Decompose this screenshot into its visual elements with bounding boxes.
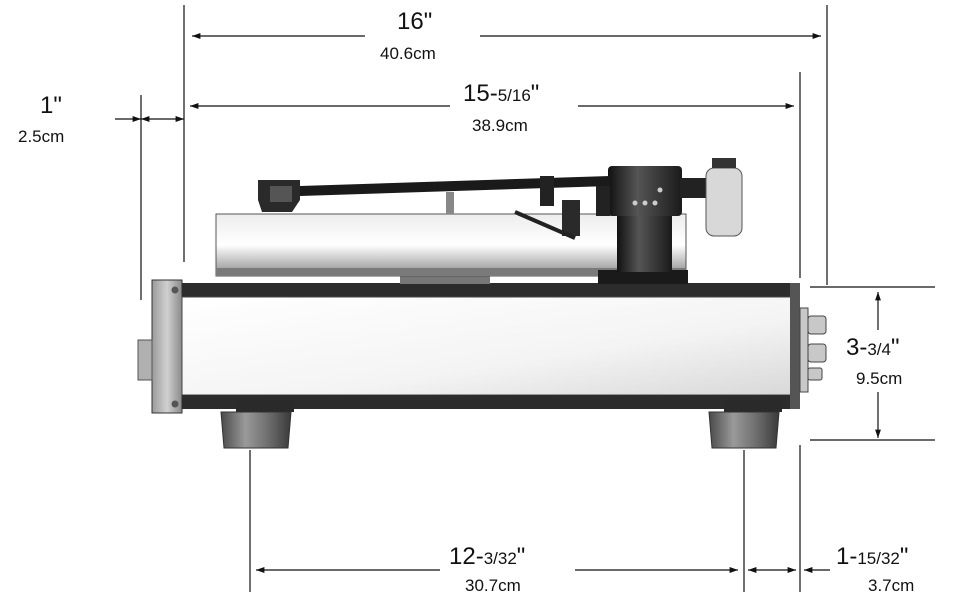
feet-spacing-mark: ": [516, 543, 526, 570]
right-foot-offset-imperial: 1-15/32": [836, 545, 908, 569]
plinth-width-imperial: 15-5/16": [463, 82, 539, 106]
turntable-illustration: [137, 158, 827, 449]
plinth-width-metric: 38.9cm: [472, 116, 528, 135]
plinth-top-rail: [182, 283, 797, 297]
feet-spacing-fraction: 3/32: [483, 549, 517, 568]
overall-width-imperial: 16": [397, 8, 433, 35]
platter: [215, 213, 687, 277]
plinth-body: [181, 296, 798, 396]
tonearm-pivot: [608, 166, 682, 216]
height-fraction: 3/4: [867, 340, 891, 359]
plinth-bottom-rail: [182, 395, 797, 409]
right-foot-offset-metric: 3.7cm: [868, 576, 915, 595]
height-metric: 9.5cm: [856, 369, 903, 388]
height-mark: ": [890, 334, 900, 361]
extension-lines: [140, 5, 935, 592]
left-offset-metric: 2.5cm: [18, 127, 65, 146]
feet-spacing-whole: 12-: [449, 543, 484, 570]
dimension-lines: [115, 33, 881, 573]
right-foot-offset-fraction: 15/32: [857, 549, 900, 568]
left-end-cap: [151, 279, 183, 414]
feet: [220, 400, 782, 449]
overall-width-metric: 40.6cm: [380, 44, 436, 63]
plinth-width-fraction: 5/16: [497, 86, 531, 105]
height-imperial: 3-3/4": [846, 336, 900, 360]
left-offset-imperial: 1": [40, 92, 62, 119]
right-foot-offset-whole: 1-: [836, 543, 858, 570]
tonearm-pillar: [617, 212, 672, 272]
feet-spacing-metric: 30.7cm: [465, 576, 521, 595]
counterweight: [705, 167, 743, 237]
plinth-width-mark: ": [530, 80, 540, 107]
tonearm-tube: [300, 176, 610, 196]
plinth-width-whole: 15-: [463, 80, 498, 107]
spindle: [446, 192, 454, 214]
height-whole: 3-: [846, 334, 868, 361]
right-foot-offset-mark: ": [899, 543, 909, 570]
rear-connectors: [799, 307, 827, 393]
tonearm-base: [598, 270, 688, 284]
feet-spacing-imperial: 12-3/32": [449, 545, 525, 569]
